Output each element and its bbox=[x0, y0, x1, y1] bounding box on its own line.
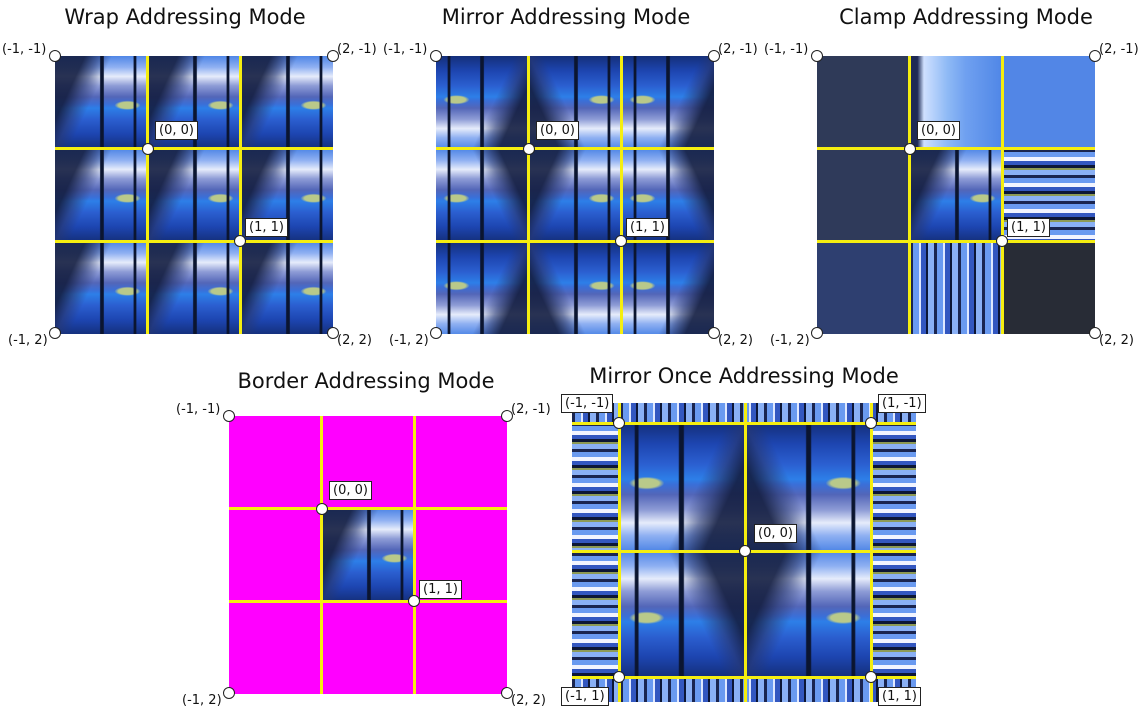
origin-point bbox=[523, 143, 535, 155]
corner-label: (-1, 2) bbox=[389, 333, 429, 348]
grid-line bbox=[527, 56, 530, 334]
corner-point bbox=[1089, 327, 1101, 339]
corner-label: (-1, 2) bbox=[182, 693, 222, 708]
corner-point bbox=[708, 50, 720, 62]
corner-point bbox=[430, 50, 442, 62]
corner-point bbox=[327, 50, 339, 62]
wrap-title: Wrap Addressing Mode bbox=[64, 5, 306, 29]
unit-label: (1, 1) bbox=[245, 218, 288, 237]
corner-label: (2, -1) bbox=[1099, 42, 1139, 57]
corner-label: (-1, 1) bbox=[561, 687, 609, 706]
grid-line bbox=[436, 147, 714, 150]
corner-point bbox=[501, 410, 513, 422]
unit-label: (1, 1) bbox=[626, 218, 669, 237]
mirror-title: Mirror Addressing Mode bbox=[441, 5, 691, 29]
clamp-texture bbox=[817, 56, 1095, 334]
grid-line bbox=[229, 600, 507, 603]
corner-label: (-1, -1) bbox=[561, 394, 614, 413]
corner-label: (-1, -1) bbox=[2, 42, 47, 57]
unit-point bbox=[408, 595, 420, 607]
grid-line bbox=[55, 240, 333, 243]
corner-point bbox=[613, 671, 625, 683]
unit-label: (1, 1) bbox=[419, 580, 462, 599]
origin-label: (0, 0) bbox=[329, 481, 372, 500]
border-title: Border Addressing Mode bbox=[237, 369, 495, 393]
unit-label: (1, 1) bbox=[1007, 218, 1050, 237]
grid-line bbox=[1001, 56, 1004, 334]
corner-label: (-1, 2) bbox=[770, 333, 810, 348]
corner-label: (2, -1) bbox=[718, 42, 758, 57]
unit-point bbox=[234, 235, 246, 247]
corner-label: (1, -1) bbox=[878, 394, 926, 413]
grid-line bbox=[55, 147, 333, 150]
mirror-texture bbox=[436, 56, 714, 334]
grid-line bbox=[413, 416, 416, 694]
corner-point bbox=[223, 687, 235, 699]
origin-label: (0, 0) bbox=[536, 121, 579, 140]
corner-point bbox=[865, 671, 877, 683]
border-texture bbox=[229, 416, 507, 694]
corner-label: (-1, -1) bbox=[176, 402, 221, 417]
corner-point bbox=[1089, 50, 1101, 62]
origin-label: (0, 0) bbox=[754, 524, 797, 543]
grid-line bbox=[436, 240, 714, 243]
corner-label: (2, 2) bbox=[1099, 333, 1134, 348]
corner-point bbox=[501, 687, 513, 699]
corner-label: (-1, -1) bbox=[764, 42, 809, 57]
clamp-title: Clamp Addressing Mode bbox=[839, 5, 1093, 29]
corner-point bbox=[811, 327, 823, 339]
corner-point bbox=[811, 50, 823, 62]
corner-point bbox=[708, 327, 720, 339]
origin-label: (0, 0) bbox=[917, 121, 960, 140]
corner-point bbox=[613, 417, 625, 429]
grid-line bbox=[320, 416, 323, 694]
unit-point bbox=[615, 235, 627, 247]
grid-line bbox=[817, 147, 1095, 150]
grid-line bbox=[146, 56, 149, 334]
corner-label: (-1, -1) bbox=[383, 42, 428, 57]
origin-point bbox=[142, 143, 154, 155]
corner-point bbox=[327, 327, 339, 339]
corner-point bbox=[865, 417, 877, 429]
corner-label: (2, 2) bbox=[511, 693, 546, 708]
origin-point bbox=[739, 545, 751, 557]
corner-label: (2, 2) bbox=[718, 333, 753, 348]
grid-line bbox=[239, 56, 242, 334]
origin-point bbox=[904, 143, 916, 155]
grid-line bbox=[817, 240, 1095, 243]
corner-label: (1, 1) bbox=[878, 687, 921, 706]
grid-line bbox=[908, 56, 911, 334]
corner-point bbox=[430, 327, 442, 339]
wrap-texture bbox=[55, 56, 333, 334]
grid-line bbox=[572, 422, 916, 425]
origin-point bbox=[316, 503, 328, 515]
corner-point bbox=[49, 50, 61, 62]
mirror-once-title: Mirror Once Addressing Mode bbox=[589, 364, 899, 388]
grid-line bbox=[229, 507, 507, 510]
corner-label: (2, -1) bbox=[511, 402, 551, 417]
grid-line bbox=[620, 56, 623, 334]
origin-label: (0, 0) bbox=[155, 121, 198, 140]
corner-point bbox=[49, 327, 61, 339]
corner-label: (2, 2) bbox=[337, 333, 372, 348]
corner-label: (-1, 2) bbox=[8, 333, 48, 348]
corner-label: (2, -1) bbox=[337, 42, 377, 57]
corner-point bbox=[223, 410, 235, 422]
unit-point bbox=[996, 235, 1008, 247]
grid-line bbox=[572, 676, 916, 679]
